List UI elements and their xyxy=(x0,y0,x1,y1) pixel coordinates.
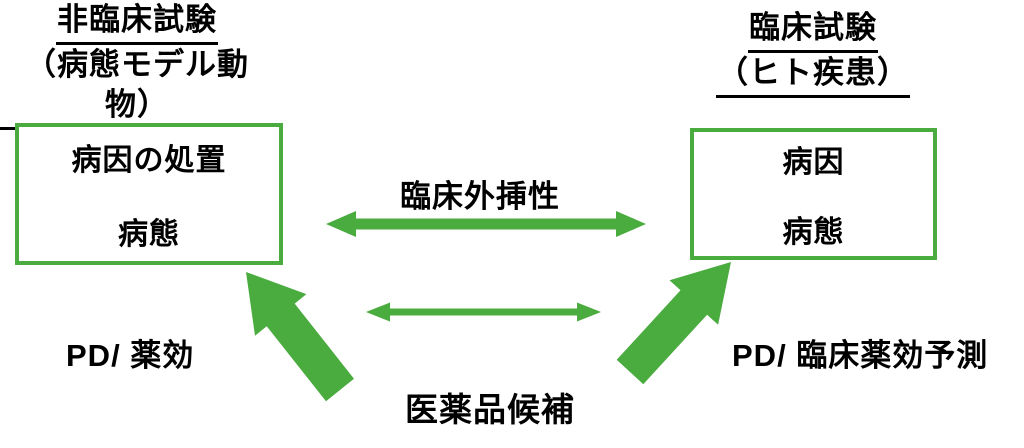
title-clinical-line2: （ヒト疾患） xyxy=(716,53,910,98)
clinical-box: 病因 病態 xyxy=(690,128,937,260)
candidate-double-arrow-icon xyxy=(366,302,601,322)
pd-effect-label-right: PD/ 臨床薬効予測 xyxy=(732,338,989,373)
drug-candidate-label: 医薬品候補 xyxy=(405,391,575,428)
extrapolation-double-arrow-icon xyxy=(326,211,646,237)
title-clinical: 臨床試験 （ヒト疾患） xyxy=(686,8,940,98)
pd-effect-label-left: PD/ 薬効 xyxy=(66,338,195,373)
title-nonclinical-line1: 非臨床試験 xyxy=(56,0,218,45)
pd-right-arrow-icon xyxy=(616,262,731,385)
nonclinical-box: 病因の処置 病態 xyxy=(15,123,283,265)
title-clinical-line1: 臨床試験 xyxy=(748,8,878,53)
title-nonclinical: 非臨床試験 （病態モデル動物） xyxy=(0,0,274,130)
nonclinical-box-line2: 病態 xyxy=(118,218,180,251)
pd-left-arrow-icon xyxy=(246,272,354,402)
title-nonclinical-line2: （病態モデル動物） xyxy=(0,45,274,130)
clinical-box-line2: 病態 xyxy=(782,216,845,249)
extrapolation-label: 臨床外挿性 xyxy=(400,179,560,214)
clinical-box-line1: 病因 xyxy=(782,146,845,179)
nonclinical-box-line1: 病因の処置 xyxy=(71,144,227,177)
